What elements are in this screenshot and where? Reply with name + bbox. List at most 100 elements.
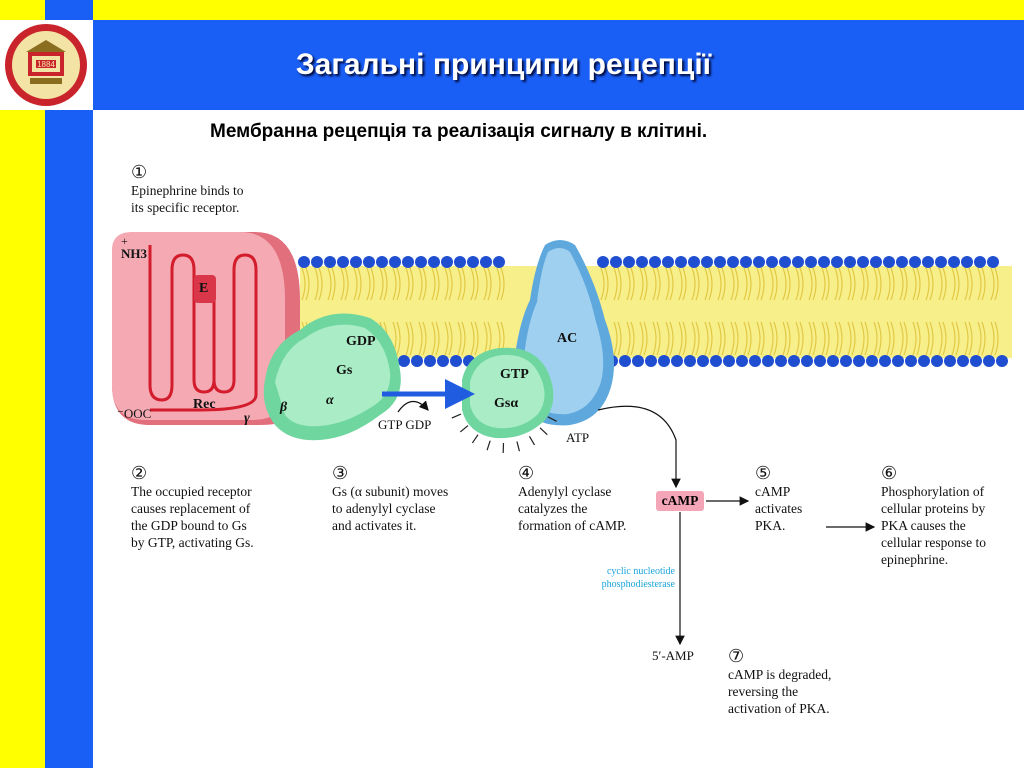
atp-label: ATP [566, 430, 590, 445]
membrane-bead [853, 355, 865, 367]
lipid-tail [457, 321, 466, 356]
lipid-tail [704, 267, 713, 301]
lipid-tail [652, 321, 661, 356]
activation-ray [471, 434, 479, 444]
membrane-bead [424, 355, 436, 367]
carboxyl-label: ⁻OOC [117, 406, 152, 421]
lipid-tail [418, 267, 427, 301]
membrane-bead [697, 355, 709, 367]
step-text-line: Epinephrine binds to [131, 183, 244, 198]
lipid-tail [821, 267, 830, 301]
lipid-tail [717, 267, 726, 301]
membrane-bead [805, 256, 817, 268]
gtp-label: GTP [500, 367, 529, 382]
membrane-bead [723, 355, 735, 367]
step-text-line: Gs (α subunit) moves [332, 484, 449, 499]
activation-ray [451, 413, 462, 419]
lipid-tail [808, 267, 817, 301]
lipid-tail [353, 267, 362, 301]
step-text-line: Adenylyl cyclase [518, 484, 612, 499]
lipid-tail [795, 267, 804, 301]
membrane-bead [814, 355, 826, 367]
lipid-tail [782, 321, 791, 356]
lipid-tail [769, 321, 778, 356]
membrane-bead [450, 355, 462, 367]
membrane-bead [905, 355, 917, 367]
nh3-charge: + [121, 234, 128, 248]
membrane-bead [597, 256, 609, 268]
lipid-tail [418, 321, 427, 356]
membrane-bead [610, 256, 622, 268]
membrane-bead [957, 355, 969, 367]
top-yellow-stripe [0, 0, 1024, 20]
lipid-tail [899, 321, 908, 356]
membrane-bead [311, 256, 323, 268]
gs-alpha-label: Gsα [494, 396, 519, 411]
lipid-tail [444, 267, 453, 301]
step-text-line: PKA. [755, 518, 786, 533]
membrane-bead [801, 355, 813, 367]
membrane-bead [922, 256, 934, 268]
step-text-line: PKA causes the [881, 518, 966, 533]
activation-ray [486, 440, 491, 451]
gs-label: Gs [336, 363, 353, 378]
step-text-line: and activates it. [332, 518, 417, 533]
membrane-bead [632, 355, 644, 367]
lipid-tail [873, 267, 882, 301]
lipid-tail [951, 267, 960, 301]
activation-ray [528, 436, 536, 446]
gamma-label: γ [244, 411, 250, 426]
activation-ray [516, 441, 521, 452]
lipid-tail [847, 321, 856, 356]
membrane-bead [398, 355, 410, 367]
membrane-bead [645, 355, 657, 367]
membrane-bead [662, 256, 674, 268]
lipid-tail [392, 267, 401, 301]
lipid-tail [600, 267, 609, 301]
slide-title: Загальні принципи рецепції [295, 48, 712, 81]
membrane-bead [649, 256, 661, 268]
step-text-line: formation of cAMP. [518, 518, 627, 533]
membrane-bead [376, 256, 388, 268]
lipid-tail [990, 321, 999, 356]
lipid-tail [405, 321, 414, 356]
slide-subtitle: Мембранна рецепція та реалізація сигналу… [210, 121, 708, 142]
step-text-line: reversing the [728, 684, 799, 699]
membrane-bead [870, 256, 882, 268]
membrane-bead [892, 355, 904, 367]
lipid-tail [704, 321, 713, 356]
lipid-tail [925, 267, 934, 301]
lipid-tail [743, 321, 752, 356]
membrane-bead [337, 256, 349, 268]
membrane-bead [857, 256, 869, 268]
pde-line-2: phosphodiesterase [601, 579, 675, 590]
membrane-bead [987, 256, 999, 268]
step-number: ⑥ [881, 463, 898, 483]
lipid-tail [431, 321, 440, 356]
membrane-bead [688, 256, 700, 268]
lipid-tail [795, 321, 804, 356]
lipid-tail [379, 267, 388, 301]
membrane-bead [753, 256, 765, 268]
step-text-line: by GTP, activating Gs. [131, 535, 254, 550]
lipid-tail [665, 321, 674, 356]
title-bar: Загальні принципи рецепції [93, 20, 1024, 110]
gtp-gdp-exchange-arc [397, 400, 429, 413]
lipid-tail [821, 321, 830, 356]
membrane-bead [736, 355, 748, 367]
step-number: ⑤ [755, 463, 772, 483]
lipid-tail [613, 267, 622, 301]
step-text-line: Phosphorylation of [881, 484, 985, 499]
activated-gs-alpha [462, 347, 554, 439]
membrane-bead [827, 355, 839, 367]
top-left-blue-block [45, 0, 93, 20]
step-text-line: activates [755, 501, 803, 516]
lipid-tail [431, 267, 440, 301]
membrane-bead [948, 256, 960, 268]
lipid-tail [977, 321, 986, 356]
lipid-tail [626, 321, 635, 356]
